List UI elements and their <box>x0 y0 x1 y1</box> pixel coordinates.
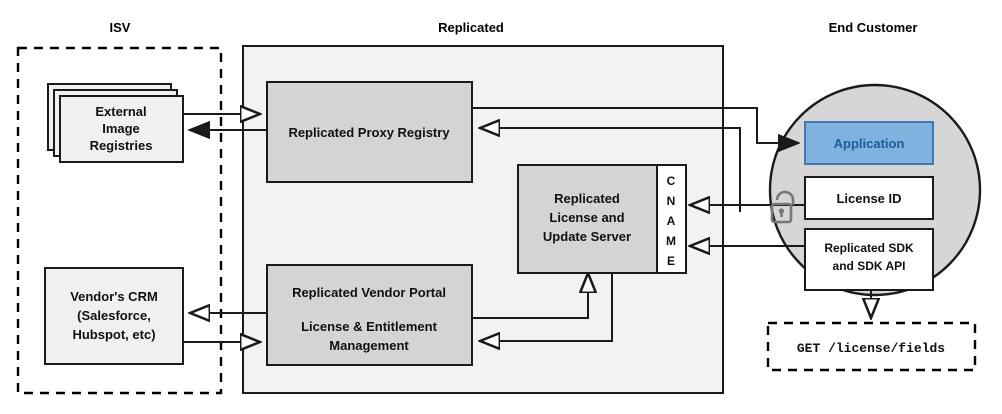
node-box <box>766 321 977 372</box>
node-box <box>804 228 934 291</box>
node-label-line-1: Replicated <box>554 191 620 206</box>
zone-title-replicated: Replicated <box>438 20 504 35</box>
cname-letter-3: A <box>667 214 676 228</box>
node-label-line-3: Hubspot, etc) <box>72 327 155 342</box>
node-label-line-1: Vendor's CRM <box>70 289 158 304</box>
cname-letter-1: C <box>667 174 676 188</box>
node-label-line-4: Management <box>329 338 409 353</box>
node-label-line-3: Update Server <box>543 229 631 244</box>
node-application[interactable]: Application <box>804 121 934 165</box>
node-external-image-registries[interactable]: External Image Registries <box>47 83 184 163</box>
node-label-line-3: License & Entitlement <box>301 319 437 334</box>
node-cname-strip[interactable]: C N A M E <box>656 164 687 274</box>
node-label-line-1: Replicated SDK <box>824 241 914 255</box>
zone-isv-boundary <box>16 46 223 395</box>
edge-vendor-portal-to-license-server <box>472 273 588 319</box>
node-vendors-crm[interactable]: Vendor's CRM (Salesforce, Hubspot, etc) <box>44 267 184 365</box>
node-label-line-3: Registries <box>90 138 153 153</box>
node-label: GET /license/fields <box>797 341 945 356</box>
node-replicated-sdk[interactable]: Replicated SDK and SDK API <box>804 228 934 291</box>
unlock-icon <box>770 190 795 224</box>
node-label-line-2: (Salesforce, <box>77 308 151 323</box>
node-replicated-proxy-registry[interactable]: Replicated Proxy Registry <box>266 81 473 183</box>
edge-application-to-proxy <box>480 128 741 212</box>
node-label-line-2: and SDK API <box>833 259 906 273</box>
node-box <box>266 81 473 183</box>
node-api-request[interactable]: GET /license/fields <box>766 321 977 372</box>
node-label: Replicated Proxy Registry <box>288 125 450 140</box>
node-box <box>44 267 184 365</box>
edge-license-server-to-vendor-portal <box>480 273 613 341</box>
node-box <box>266 264 473 366</box>
node-label: Application <box>834 136 905 151</box>
node-replicated-vendor-portal[interactable]: Replicated Vendor Portal License & Entit… <box>266 264 473 366</box>
node-box <box>656 164 687 274</box>
node-box <box>804 121 934 165</box>
zone-title-isv: ISV <box>110 20 131 35</box>
zone-title-end-customer: End Customer <box>829 20 918 35</box>
cname-letter-2: N <box>667 194 676 208</box>
node-replicated-license-update-server[interactable]: Replicated License and Update Server <box>517 164 658 274</box>
node-label: License ID <box>836 191 901 206</box>
node-label-line-1: External <box>95 104 146 119</box>
node-box <box>517 164 658 274</box>
node-license-id[interactable]: License ID <box>804 176 934 220</box>
stacked-layer-front <box>59 95 184 163</box>
node-label-line-1: Replicated Vendor Portal <box>292 285 446 300</box>
edge-proxy-to-application <box>472 107 798 143</box>
cname-letter-4: M <box>666 234 676 248</box>
cname-letter-5: E <box>667 254 675 268</box>
node-label-line-2: Image <box>102 121 140 136</box>
node-box <box>804 176 934 220</box>
node-label-line-2: License and <box>549 210 624 225</box>
